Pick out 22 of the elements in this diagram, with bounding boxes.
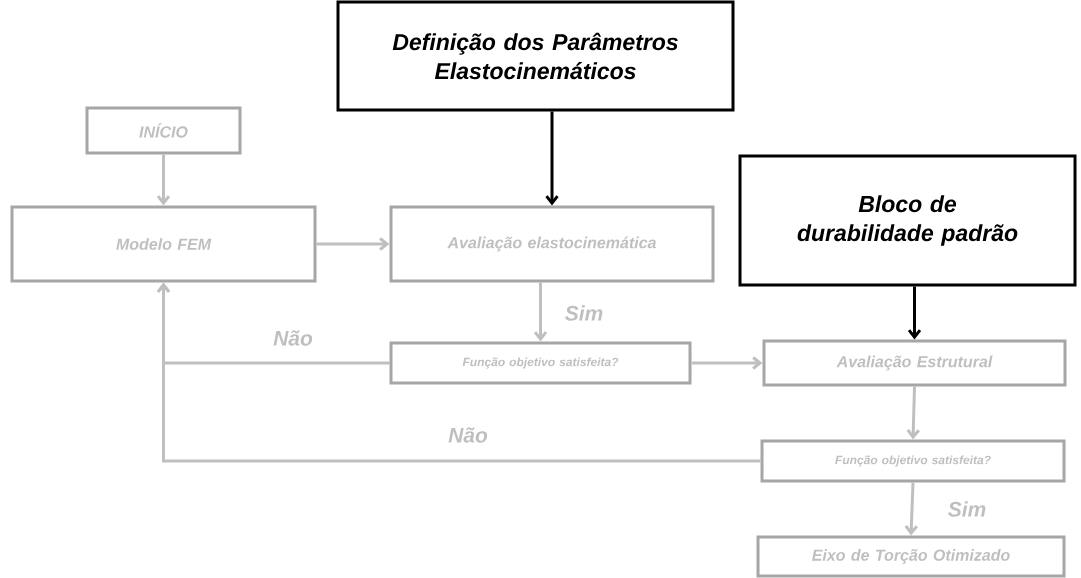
arrow <box>545 111 559 206</box>
edge-label: Sim <box>946 500 988 518</box>
arrow <box>904 482 918 536</box>
arrow <box>316 237 390 251</box>
edge-label: Não <box>272 329 314 347</box>
process-box: Avaliação elastocinemática <box>389 205 715 283</box>
process-box: INÍCIO <box>85 106 242 155</box>
arrow <box>906 386 920 440</box>
arrow <box>907 286 922 340</box>
arrow <box>691 356 763 370</box>
input-box: Definição dos Parâmetros Elastocinemáticos <box>336 0 735 112</box>
edge-label: Sim <box>563 304 605 322</box>
process-box: Avaliação Estrutural <box>762 339 1067 387</box>
arrow <box>533 282 548 342</box>
arrow <box>156 154 171 206</box>
process-box: Eixo de Torção Otimizado <box>756 535 1066 578</box>
edge-label: Não <box>447 426 489 444</box>
process-box: Função objetivo satisfeita? <box>760 439 1066 483</box>
arrow <box>156 282 761 463</box>
process-box: Função objetivo satisfeita? <box>389 341 692 385</box>
process-box: Modelo FEM <box>10 205 317 283</box>
input-box: Bloco de durabilidade padrão <box>738 154 1077 287</box>
